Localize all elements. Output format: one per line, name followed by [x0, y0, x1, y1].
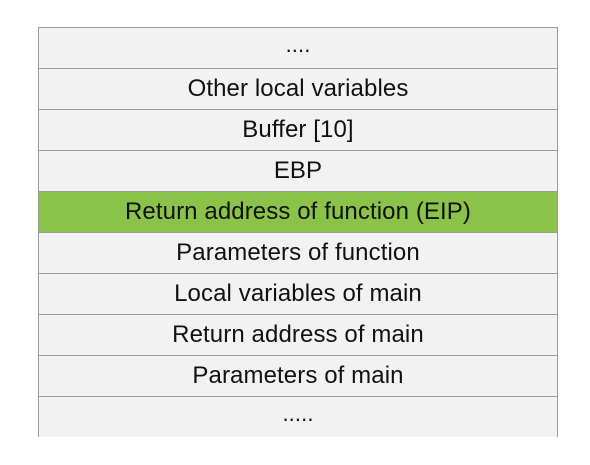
stack-row-local-variables-of-main: Local variables of main	[39, 274, 557, 315]
stack-row-parameters-of-function: Parameters of function	[39, 233, 557, 274]
stack-row-ebp: EBP	[39, 151, 557, 192]
stack-row-other-local-variables: Other local variables	[39, 69, 557, 110]
stack-row-parameters-of-main: Parameters of main	[39, 356, 557, 397]
stack-row-ellipsis-top: ....	[39, 28, 557, 69]
stack-row-ellipsis-bottom: .....	[39, 397, 557, 437]
stack-row-return-address-function: Return address of function (EIP)	[39, 192, 557, 233]
stack-row-buffer: Buffer [10]	[39, 110, 557, 151]
stack-diagram: .... Other local variables Buffer [10] E…	[38, 27, 558, 437]
stack-row-return-address-main: Return address of main	[39, 315, 557, 356]
